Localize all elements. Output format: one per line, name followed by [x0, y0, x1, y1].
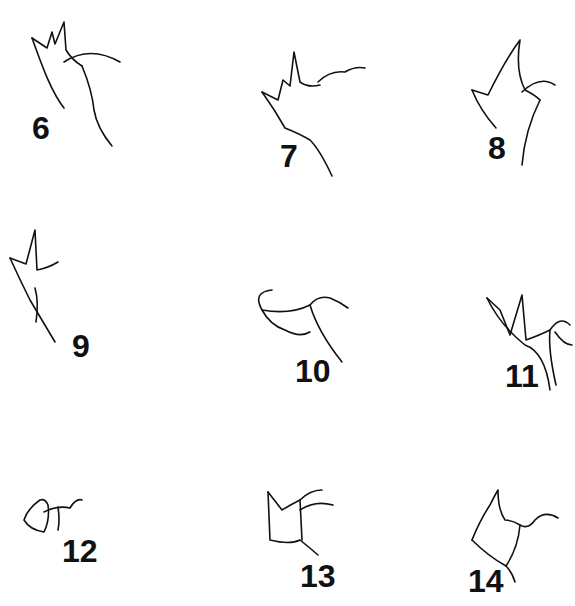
callout-number: 7: [280, 140, 298, 172]
callout-number: 6: [32, 112, 50, 144]
callout-number: 14: [468, 565, 504, 597]
callout-number: 12: [62, 535, 98, 567]
callout-number: 10: [295, 355, 331, 387]
callout-number: 11: [505, 360, 539, 392]
sketch-8: [472, 40, 555, 165]
sketch-9: [10, 230, 58, 342]
callout-number: 13: [300, 560, 336, 592]
callout-number: 8: [488, 132, 506, 164]
sketch-10: [259, 290, 348, 362]
sketch-13: [268, 490, 333, 555]
sketch-6: [32, 22, 120, 146]
sketch-7: [262, 52, 365, 176]
callout-number: 9: [72, 330, 90, 362]
sketch-12: [24, 500, 82, 532]
